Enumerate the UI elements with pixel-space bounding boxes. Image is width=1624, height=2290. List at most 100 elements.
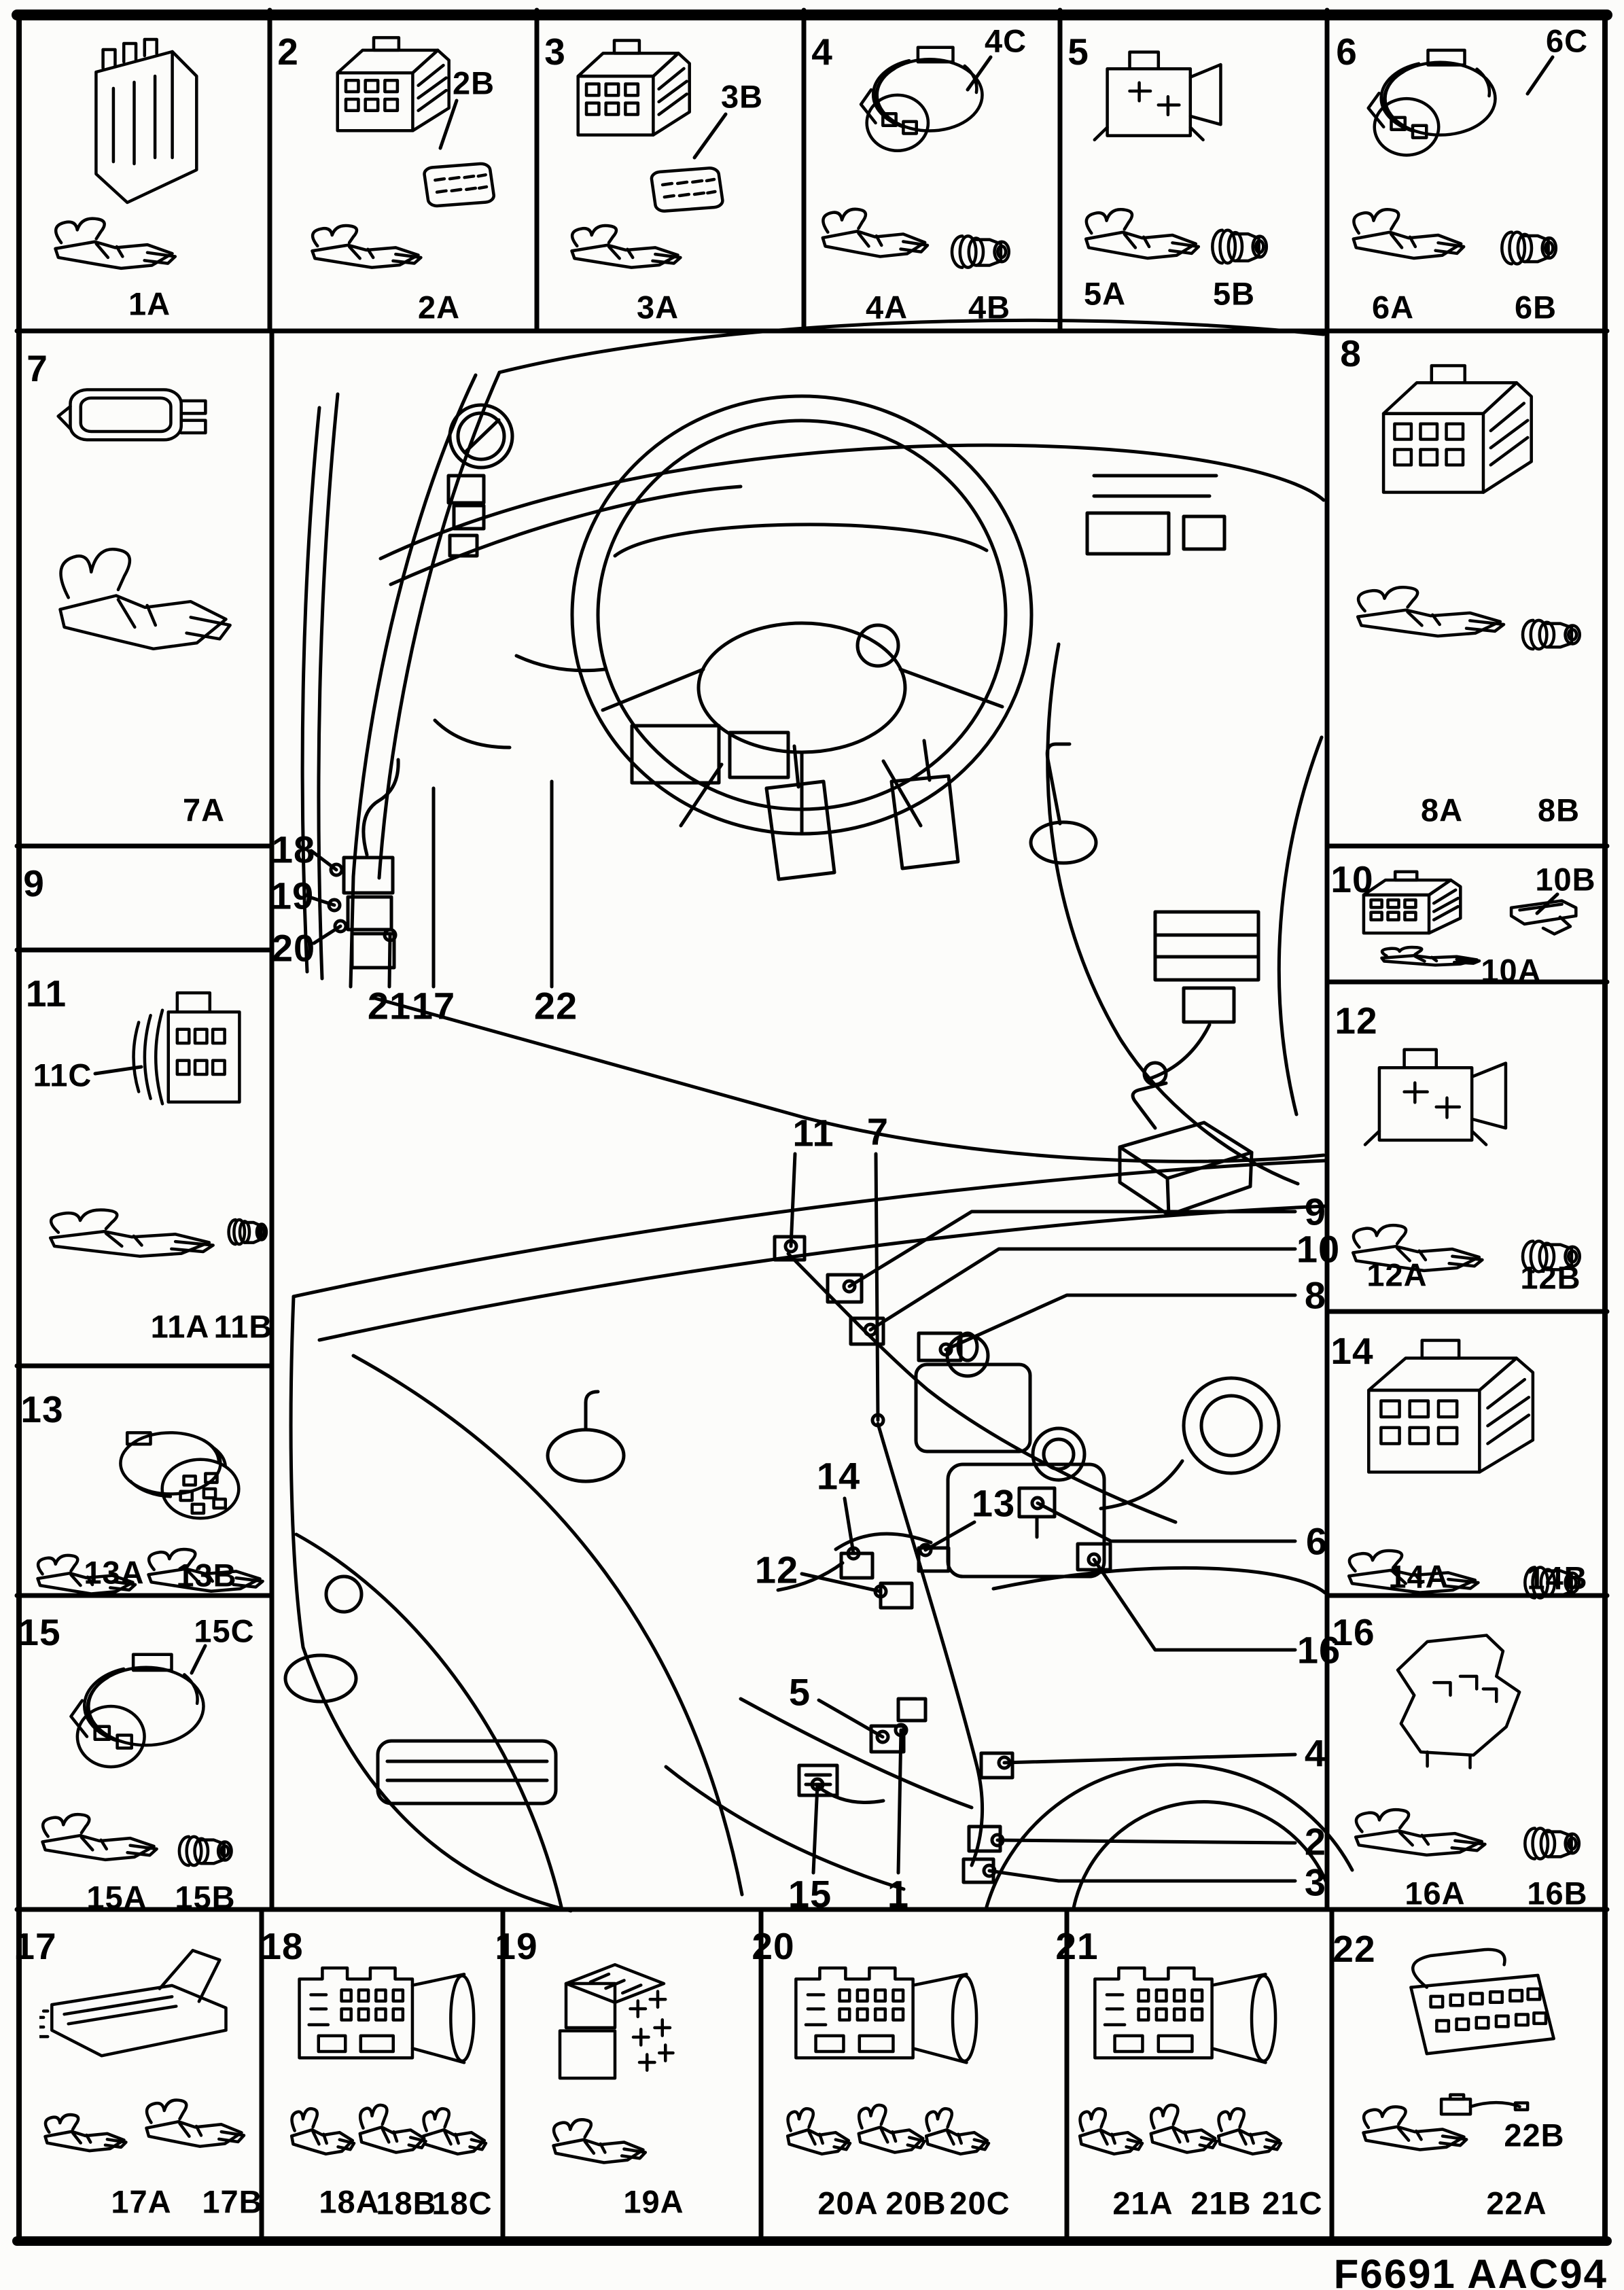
- part-label-4C: 4C: [984, 22, 1027, 59]
- leader-dot: [918, 1543, 933, 1557]
- part-leader-11C: [93, 1065, 143, 1076]
- leader-dot: [333, 919, 348, 934]
- part-label-20A: 20A: [817, 2185, 879, 2221]
- cell-number-9: 9: [23, 862, 45, 904]
- part-label-18C: 18C: [431, 2185, 493, 2221]
- leader-dot: [1087, 1552, 1101, 1567]
- part-leader-10B: [1535, 892, 1559, 915]
- leader-dot: [327, 898, 342, 913]
- leader-dot: [383, 928, 398, 943]
- part-label-11B: 11B: [213, 1308, 273, 1345]
- callout-6: 6: [1305, 1519, 1328, 1563]
- cell-number-5: 5: [1067, 31, 1089, 73]
- part-label-17B: 17B: [202, 2183, 263, 2220]
- leader-dot: [870, 1413, 885, 1428]
- cell-number-15: 15: [18, 1611, 61, 1653]
- terminal-connector-glyph: [788, 2109, 850, 2154]
- cell-number-3: 3: [544, 31, 566, 73]
- callout-14: 14: [816, 1454, 861, 1498]
- callout-13: 13: [971, 1481, 1016, 1525]
- part-label-14B: 14B: [1527, 1560, 1588, 1596]
- callout-leader-16: [1092, 1557, 1297, 1652]
- cell-number-21: 21: [1055, 1925, 1099, 1967]
- cell-number-2: 2: [277, 31, 299, 73]
- cell-number-6: 6: [1336, 31, 1358, 73]
- part-label-2A: 2A: [417, 289, 461, 325]
- terminal-connector-glyph: [60, 549, 230, 649]
- iso-connector-glyph: [1383, 366, 1532, 492]
- part-leader-15C: [190, 1644, 207, 1675]
- iso-connector-glyph: [338, 37, 449, 130]
- part-leader-2B: [438, 99, 459, 150]
- seal-connector-glyph: [227, 1218, 268, 1246]
- terminal-connector-glyph: [43, 1814, 157, 1860]
- callout-7: 7: [866, 1110, 889, 1153]
- harness-connector-cubes: [773, 1235, 1112, 1884]
- terminal-connector-glyph: [1354, 209, 1464, 258]
- housing7-connector-glyph: [58, 390, 206, 440]
- part-label-22B: 22B: [1504, 2117, 1565, 2153]
- part-label-10B: 10B: [1535, 861, 1596, 898]
- part-label-21B: 21B: [1190, 2185, 1252, 2221]
- callout-5: 5: [788, 1670, 811, 1714]
- terminal-connector-glyph: [1151, 2105, 1217, 2153]
- cell-number-18: 18: [260, 1925, 304, 1967]
- callout-21: 21: [367, 984, 412, 1027]
- cell-number-10: 10: [1330, 858, 1374, 900]
- cell-number-13: 13: [20, 1388, 64, 1430]
- callout-2: 2: [1304, 1820, 1327, 1863]
- part-label-20C: 20C: [949, 2185, 1010, 2221]
- callout-leader-7: [874, 1152, 880, 1422]
- part-label-4A: 4A: [865, 289, 908, 325]
- part-label-16A: 16A: [1405, 1875, 1466, 1912]
- part-label-6C: 6C: [1545, 22, 1589, 59]
- callout-3: 3: [1304, 1861, 1327, 1904]
- cell-number-4: 4: [811, 31, 833, 73]
- part-label-2B: 2B: [452, 65, 495, 101]
- cell-number-17: 17: [14, 1925, 57, 1967]
- seal-connector-glyph: [1523, 620, 1580, 649]
- callout-leader-6: [1036, 1501, 1297, 1543]
- fusebox-connector-glyph: [300, 1968, 474, 2062]
- part-label-19A: 19A: [623, 2183, 684, 2220]
- leader-dot: [1030, 1496, 1045, 1511]
- page-border: [12, 10, 1612, 2246]
- part-label-15A: 15A: [86, 1879, 147, 1916]
- callout-22: 22: [533, 984, 578, 1027]
- leader-dot: [783, 1239, 798, 1254]
- iso-connector-glyph: [1369, 1340, 1533, 1472]
- pad-connector-glyph: [651, 167, 724, 211]
- terminal-connector-glyph: [572, 226, 681, 268]
- callout-8: 8: [1304, 1273, 1327, 1317]
- callout-leader-15: [811, 1782, 819, 1875]
- seal-connector-glyph: [179, 1837, 232, 1865]
- plugsensor-connector-glyph: [1441, 2095, 1528, 2115]
- seal-connector-glyph: [1502, 232, 1556, 264]
- terminal-connector-glyph: [292, 2109, 354, 2154]
- callout-18: 18: [271, 828, 316, 871]
- callout-10: 10: [1296, 1227, 1341, 1271]
- part-label-6B: 6B: [1514, 289, 1557, 325]
- part-label-3A: 3A: [636, 289, 679, 325]
- callout-16: 16: [1296, 1628, 1341, 1672]
- cell-number-20: 20: [752, 1925, 795, 1967]
- part-label-3B: 3B: [720, 78, 764, 115]
- terminal-connector-glyph: [147, 2100, 245, 2146]
- part-label-18A: 18A: [319, 2183, 380, 2220]
- part-label-16B: 16B: [1527, 1875, 1588, 1912]
- round2-connector-glyph: [1369, 50, 1496, 155]
- leader-dot: [329, 862, 344, 877]
- callout-leader-5: [817, 1698, 885, 1739]
- callout-1: 1: [887, 1872, 910, 1916]
- callout-leader-11: [789, 1152, 797, 1248]
- part-label-21A: 21A: [1112, 2185, 1173, 2221]
- callout-leader-2: [995, 1838, 1297, 1845]
- part-label-11A: 11A: [150, 1308, 210, 1345]
- cell-number-7: 7: [27, 347, 48, 389]
- part-label-12B: 12B: [1520, 1259, 1581, 1296]
- terminal-connector-glyph: [859, 2105, 925, 2153]
- part-label-5A: 5A: [1083, 275, 1127, 312]
- terminal-connector-glyph: [1080, 2109, 1142, 2154]
- leader-dot: [997, 1755, 1012, 1770]
- callout-leader-14: [843, 1496, 855, 1555]
